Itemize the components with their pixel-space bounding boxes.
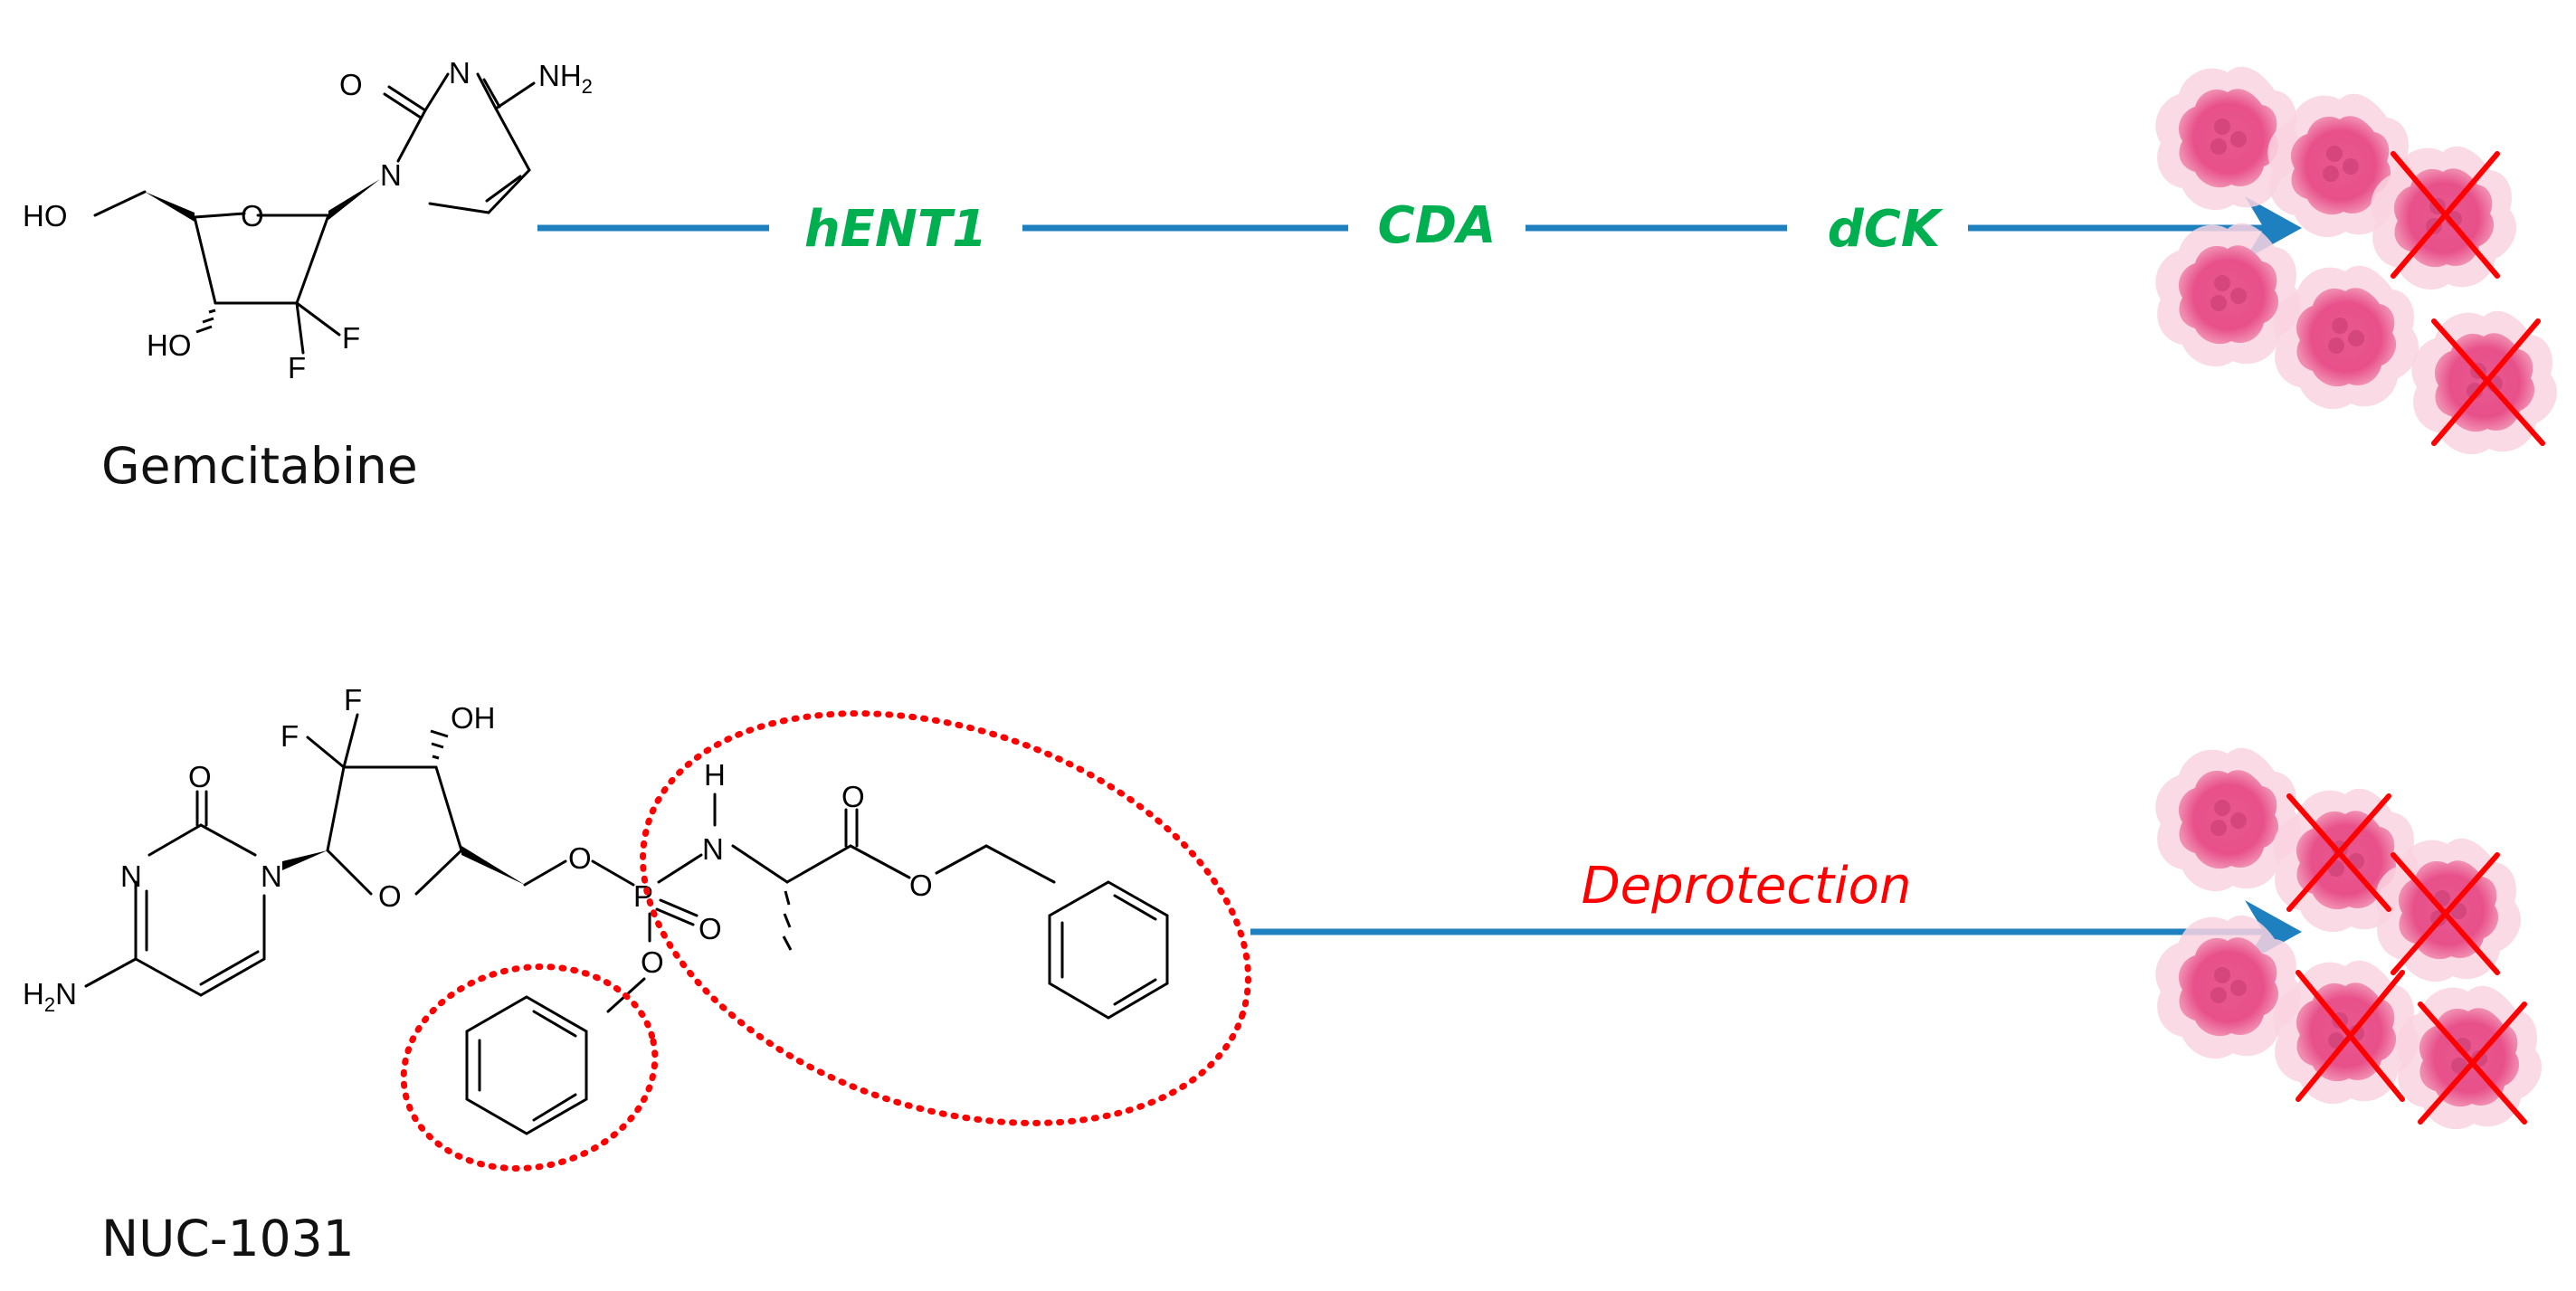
nuc-po-oxygen: O [699,912,722,945]
benzyl-ring [1048,880,1169,1020]
nuc1031-cytosine-ring [84,790,266,997]
nuc-oh-label: OH [451,701,496,735]
gemcitabine-sugar-ring [93,179,380,355]
gem-ho-label: HO [23,199,68,233]
aryl-protecting-group-highlight [400,964,659,1172]
gem-nh2-label: NH2 [538,59,593,98]
amino-ester-protecting-group-highlight [640,710,1251,1126]
nuc-phosphorus: P [633,879,653,913]
kill-cross-icon [2431,318,2545,446]
nuc-bridge-o: O [568,841,592,875]
gem-carbonyl-o: O [339,68,363,101]
gem-ring-oxygen: O [241,199,264,233]
nuc-aryl-o: O [641,945,664,979]
step-cda: CDA [1378,196,1497,255]
nuc-ring-n1: N [120,859,142,893]
nuc1031-sugar-ring [282,713,635,896]
kill-cross-icon [2286,793,2391,912]
nuc1031-label: NUC-1031 [101,1210,355,1267]
kill-cross-icon [2391,151,2500,279]
nuc-f1-label: F [280,719,299,753]
cancer-cell-icon [2273,265,2419,410]
nuc-nh-h: H [704,758,726,792]
gem-f2-label: F [342,321,360,355]
nuc-ring-n2: N [261,859,282,893]
nuc-ester-o: O [909,869,933,902]
nuc-ring-oxygen: O [378,879,402,913]
nuc-carbonyl-o: O [188,760,212,793]
gemcitabine-pathway: hENT1 CDA dCK [537,196,2302,260]
gemcitabine-label: Gemcitabine [101,437,418,495]
gem-ho2-label: HO [147,328,192,362]
phenyl-ring [465,995,588,1135]
nuc-f2-label: F [344,683,362,717]
gem-f1-label: F [288,351,306,384]
gem-ring-n1: N [449,56,471,90]
nuc1031-cell-cluster [2155,747,2543,1130]
nuc1031-pathway: Deprotection [1250,857,2302,964]
step-hent1: hENT1 [804,200,987,259]
nuc-nh2-label: H2N [23,977,77,1016]
kill-cross-icon [2418,1001,2527,1125]
nuc-nh-n: N [702,832,724,866]
gemcitabine-structure: O HO HO F F O N N NH2 [23,56,593,384]
gem-ring-n2: N [380,158,402,192]
nuc-ester-carbonyl-o: O [841,780,865,813]
gemcitabine-cytosine-ring [383,72,536,214]
step-deprotection: Deprotection [1582,857,1912,916]
step-dck: dCK [1828,200,1944,259]
gemcitabine-cell-cluster [2155,66,2558,455]
kill-cross-icon [2391,852,2500,975]
kill-cross-icon [2296,970,2405,1102]
nuc1031-structure: O N N H2N O F F OH O P [23,683,1169,1135]
